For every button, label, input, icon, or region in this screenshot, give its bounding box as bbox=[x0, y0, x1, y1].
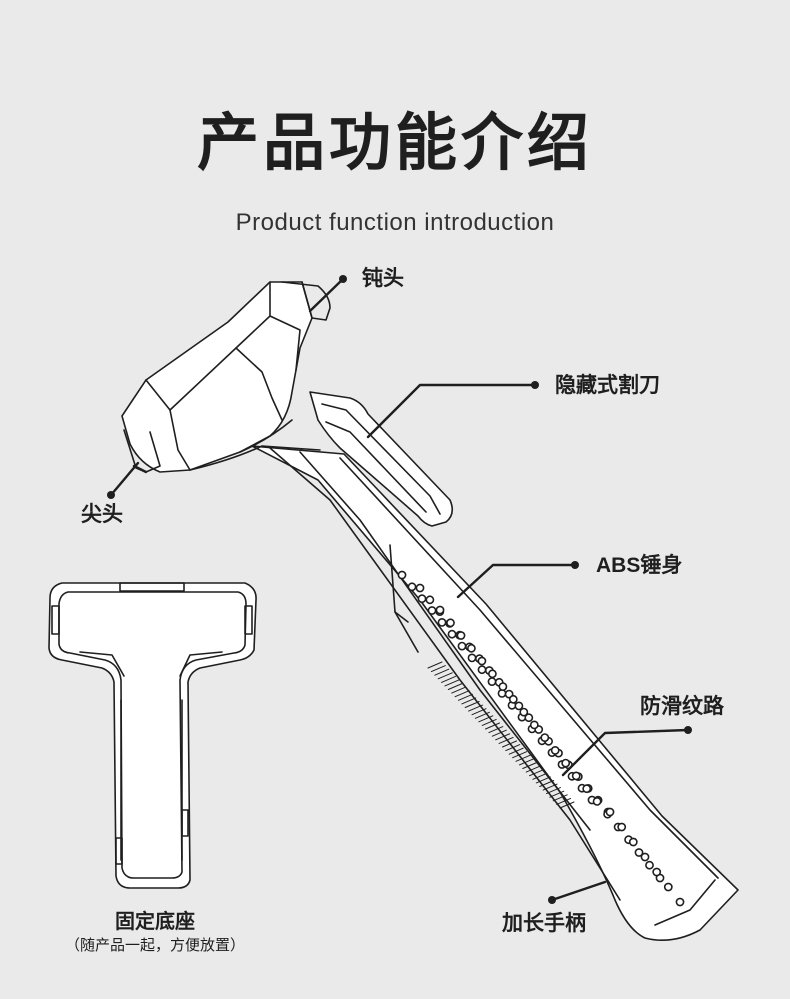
grip-dot bbox=[487, 677, 497, 686]
grip-dot bbox=[550, 746, 560, 755]
callout-dots bbox=[107, 275, 692, 904]
grip-dot bbox=[415, 583, 425, 593]
hatch-line bbox=[552, 794, 568, 802]
label-hidden-cutter: 隐藏式割刀 bbox=[555, 373, 660, 397]
grip-hatching bbox=[427, 661, 575, 809]
grip-dot bbox=[397, 570, 407, 580]
grip-dot bbox=[652, 867, 662, 877]
grip-dot bbox=[605, 807, 615, 817]
grip-dot bbox=[640, 852, 650, 862]
grip-dot bbox=[447, 629, 457, 639]
grip-dots bbox=[397, 570, 685, 907]
hatch-line bbox=[508, 747, 524, 755]
label-pointed-head: 尖头 bbox=[81, 502, 123, 526]
hatch-line bbox=[556, 797, 572, 805]
hatch-line bbox=[525, 765, 541, 773]
grip-dot bbox=[446, 618, 455, 628]
grip-dot bbox=[487, 669, 497, 679]
grip-dot bbox=[634, 848, 644, 857]
grip-dot bbox=[457, 641, 467, 651]
hatch-line bbox=[474, 711, 490, 719]
grip-dot bbox=[645, 860, 654, 870]
hatch-line bbox=[535, 776, 551, 784]
hatch-line bbox=[468, 704, 484, 712]
grip-dot bbox=[425, 595, 435, 605]
base-note: （随产品一起，方便放置） bbox=[64, 936, 245, 954]
page-title: 产品功能介绍 bbox=[196, 106, 593, 179]
page-subtitle: Product function introduction bbox=[235, 209, 555, 236]
hatch-line bbox=[481, 718, 497, 726]
grip-dot bbox=[477, 665, 487, 675]
grip-dot bbox=[498, 682, 508, 691]
hatch-line bbox=[437, 672, 453, 680]
hatch-line bbox=[458, 693, 473, 701]
hatch-line bbox=[478, 715, 494, 723]
hatch-line bbox=[454, 690, 470, 698]
grip-dot bbox=[427, 606, 437, 615]
hatch-line bbox=[549, 790, 565, 798]
hatch-line bbox=[485, 722, 500, 730]
mounting-base-drawing bbox=[48, 582, 257, 889]
hatch-line bbox=[461, 697, 477, 705]
grip-dot bbox=[456, 631, 466, 640]
hatch-line bbox=[512, 751, 528, 759]
grip-dot bbox=[467, 653, 477, 663]
label-long-handle: 加长手柄 bbox=[502, 911, 586, 935]
grip-dot bbox=[477, 656, 487, 666]
grip-dot bbox=[524, 713, 534, 723]
hatch-line bbox=[451, 686, 467, 694]
grip-dot bbox=[529, 720, 539, 730]
hatch-line bbox=[532, 772, 548, 780]
hatch-line bbox=[471, 708, 487, 716]
grip-dot bbox=[561, 758, 571, 768]
label-anti-slip: 防滑纹路 bbox=[640, 694, 724, 718]
callout-lines bbox=[109, 277, 690, 902]
hatch-line bbox=[434, 668, 450, 676]
label-blunt-head: 钝头 bbox=[362, 266, 404, 290]
grip-dot bbox=[628, 837, 638, 847]
hammer-drawing bbox=[121, 281, 739, 941]
grip-dot bbox=[508, 694, 518, 704]
hatch-line bbox=[546, 787, 561, 795]
label-abs-body: ABS锤身 bbox=[596, 554, 683, 577]
hatch-line bbox=[464, 701, 480, 708]
hatch-line bbox=[488, 726, 504, 734]
grip-dot bbox=[540, 733, 550, 742]
base-label: 固定底座 bbox=[115, 909, 195, 933]
grip-dot bbox=[466, 643, 476, 653]
hatch-line bbox=[542, 783, 558, 791]
grip-dot bbox=[582, 784, 592, 794]
grip-dot bbox=[407, 582, 417, 592]
hatch-line bbox=[515, 754, 531, 762]
hatch-line bbox=[491, 729, 507, 737]
hatch-line bbox=[522, 762, 538, 769]
grip-dot bbox=[675, 897, 685, 907]
hatch-line bbox=[518, 758, 534, 766]
grip-dot bbox=[592, 797, 602, 806]
grip-dot bbox=[417, 594, 427, 604]
grip-dot bbox=[437, 618, 447, 627]
hatch-line bbox=[441, 675, 456, 683]
grip-dot bbox=[514, 701, 524, 711]
grip-dot bbox=[435, 605, 445, 615]
hatch-line bbox=[539, 780, 555, 787]
hatch-line bbox=[529, 769, 544, 777]
grip-dot bbox=[617, 822, 627, 832]
hatch-line bbox=[495, 733, 511, 741]
hatch-line bbox=[427, 661, 443, 669]
hatch-line bbox=[447, 683, 463, 690]
hatch-line bbox=[502, 740, 517, 748]
hatch-line bbox=[430, 665, 446, 673]
grip-dot bbox=[663, 882, 673, 892]
grip-dot bbox=[571, 771, 581, 781]
hatch-line bbox=[559, 801, 575, 809]
hatch-line bbox=[505, 744, 521, 752]
hatch-line bbox=[444, 679, 460, 687]
grip-dot bbox=[519, 707, 529, 717]
hatch-line bbox=[498, 736, 514, 744]
